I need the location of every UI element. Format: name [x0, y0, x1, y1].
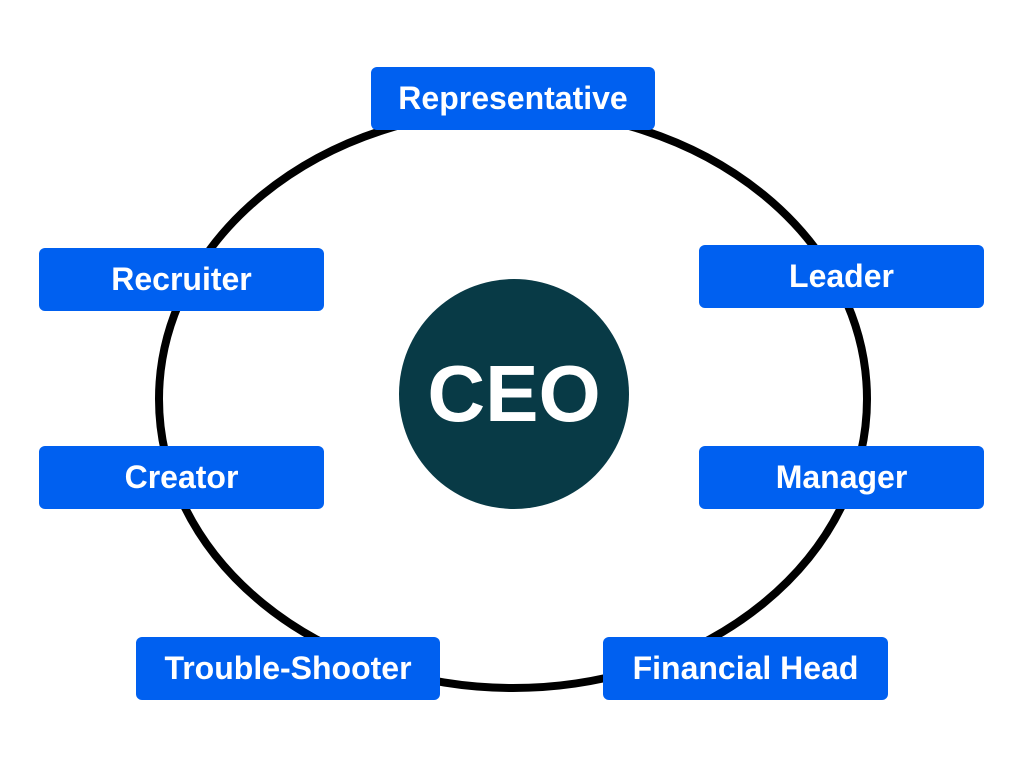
ceo-label: CEO: [427, 349, 601, 438]
role-label-recruiter: Recruiter: [111, 261, 252, 297]
role-box-creator: Creator: [39, 446, 324, 509]
role-label-financial-head: Financial Head: [632, 650, 859, 686]
role-label-manager: Manager: [775, 459, 908, 495]
role-box-manager: Manager: [699, 446, 984, 509]
ceo-node: CEO: [399, 279, 629, 509]
role-box-financial-head: Financial Head: [603, 637, 888, 700]
role-box-recruiter: Recruiter: [39, 248, 324, 311]
role-label-creator: Creator: [124, 459, 239, 495]
role-box-leader: Leader: [699, 245, 984, 308]
role-label-leader: Leader: [789, 258, 894, 294]
role-box-representative: Representative: [371, 67, 655, 130]
role-label-representative: Representative: [398, 80, 628, 116]
role-label-trouble-shooter: Trouble-Shooter: [164, 650, 412, 686]
role-box-trouble-shooter: Trouble-Shooter: [136, 637, 440, 700]
